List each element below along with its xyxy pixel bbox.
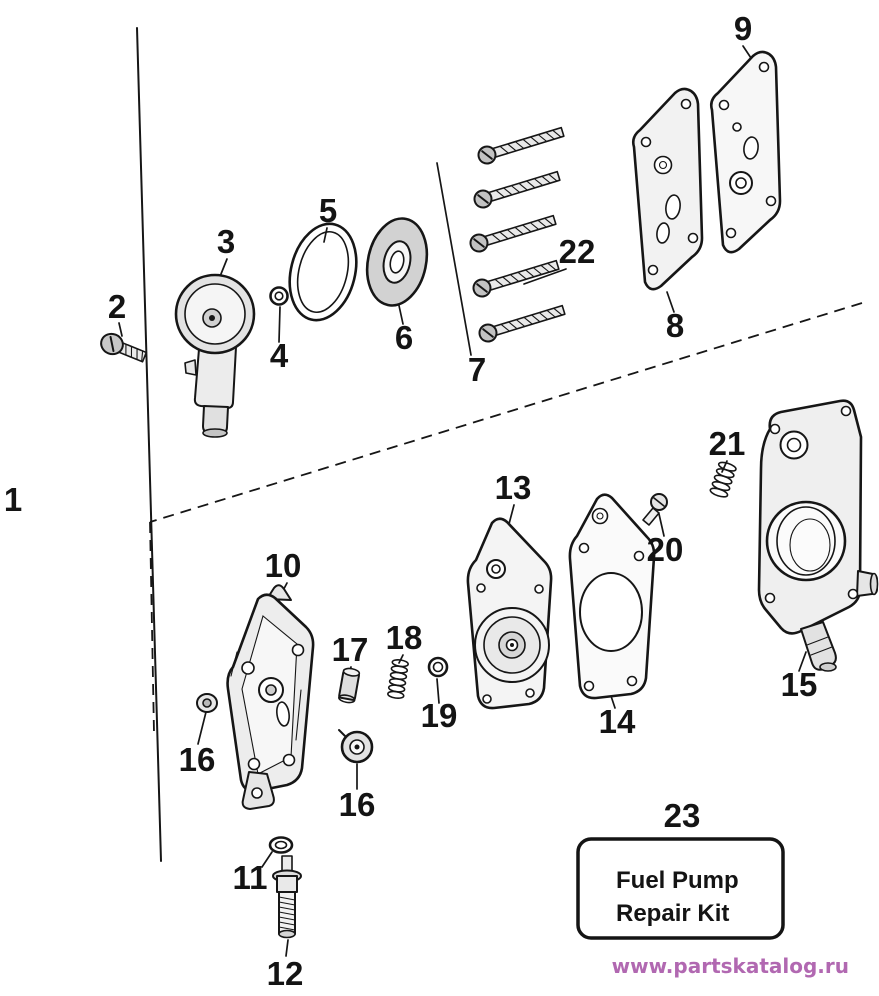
part-14-gasket [568,493,656,700]
callout-3: 3 [217,223,235,260]
repair-kit-line2: Repair Kit [616,900,729,927]
callout-6: 6 [395,319,413,356]
callout-1: 1 [4,481,22,518]
part-21-spring [709,461,737,498]
callout-9: 9 [734,10,752,47]
part-20-screw [642,493,668,526]
part-7-screw-set [467,122,568,345]
callout-10: 10 [265,547,302,584]
callout-14: 14 [599,703,636,740]
callout-12: 12 [267,955,304,992]
part-9-gasket-plate [709,50,782,254]
part-2-screw [100,332,148,363]
part-6-grommet [365,217,429,307]
part-10-pump-bracket [226,584,315,810]
part-11-seal-ring [268,836,294,854]
callout-11: 11 [233,859,268,896]
part-17-plunger-cup [338,667,361,704]
assembly-reference-line [136,27,162,862]
callout-7: 7 [468,351,486,388]
callout-19: 19 [421,697,458,734]
part-3-pump-cover [174,273,256,438]
part-18-spring [387,658,409,700]
callout-20: 20 [647,531,684,568]
repair-kit-line1: Fuel Pump [616,867,739,894]
callout-15: 15 [781,666,818,703]
part-16b-check-valve [338,729,374,764]
group-dashed-boundary [149,302,863,734]
callout-4: 4 [270,337,289,374]
callout-2: 2 [108,288,126,325]
part-19-o-ring [427,656,449,678]
part-12-plug-screw [272,855,302,939]
callout-13: 13 [495,469,532,506]
part-15-pump-body [757,399,879,672]
repair-kit-box: Fuel Pump Repair Kit [576,837,785,940]
callout-21: 21 [709,425,746,462]
callout-5: 5 [319,192,337,229]
watermark-text: www.partskatalog.ru [612,954,849,978]
part-8-diaphragm-plate [631,87,704,291]
callouts: 1 2 3 4 5 6 7 8 9 10 11 12 13 14 15 16 1… [4,10,818,992]
part-4-seal-ring [269,286,289,306]
callout-8: 8 [666,307,684,344]
part-16a-valve-disc [196,693,218,713]
leader-lines [118,45,807,957]
callout-17: 17 [332,631,369,668]
part-13-diaphragm [466,517,553,710]
callout-23: 23 [664,797,701,834]
callout-16b: 16 [339,786,376,823]
callout-16a: 16 [179,741,216,778]
callout-22: 22 [559,233,596,270]
callout-18: 18 [386,619,423,656]
part-5-o-ring [288,222,358,322]
